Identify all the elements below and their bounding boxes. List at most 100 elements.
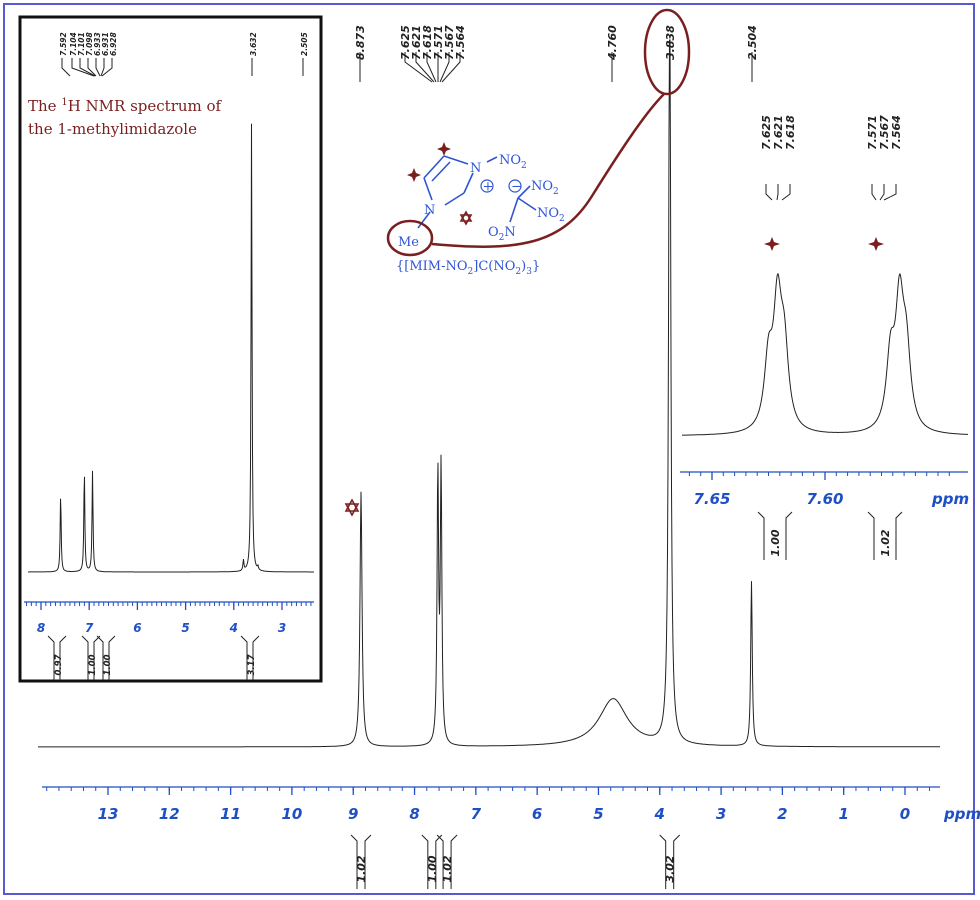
- h2-star-icon: [459, 210, 473, 226]
- zoom-integral-bracket: [757, 511, 793, 526]
- main-tick-label: 1: [838, 805, 848, 823]
- inset-integral-label: 0.97: [54, 654, 64, 675]
- main-integral-label: 1.00: [426, 855, 439, 882]
- ring-bond-c-n2: [423, 177, 433, 201]
- main-integral-bracket: [659, 834, 681, 849]
- formula-label: {[MIM-NO2]C(NO2)3}: [396, 259, 540, 277]
- inset-integral-label: 1.00: [103, 654, 113, 675]
- inset-peak-label: 6.933: [93, 32, 102, 56]
- inset-tick-label: 7: [85, 621, 94, 635]
- zoom-peak-label: 7.618: [784, 115, 797, 150]
- inset-peak-label: 7.101: [77, 32, 86, 56]
- inset-trace: [28, 123, 314, 573]
- inset-peak-leader: [101, 58, 113, 77]
- main-tick-label: 0: [900, 805, 910, 823]
- main-integral-label: 1.02: [441, 855, 454, 882]
- inset-integral-bracket: [96, 635, 116, 650]
- main-peak-label: 7.618: [421, 25, 434, 60]
- main-tick-label: 12: [159, 805, 180, 823]
- inset-integral-bracket: [240, 635, 260, 650]
- inset-integral-bracket: [81, 635, 101, 650]
- main-peak-label: 2.504: [746, 25, 759, 60]
- zoom-integral-label: 1.02: [879, 529, 892, 556]
- main-integral-label: 1.02: [355, 855, 368, 882]
- inset-peak-label: 6.931: [101, 32, 110, 56]
- plus-charge-circle: [480, 179, 494, 193]
- main-integral-bracket: [350, 834, 372, 849]
- zoom-peak-right-marker-icon: [868, 237, 884, 251]
- zoom-peak-label: 7.571: [866, 115, 879, 150]
- inset-tick-label: 6: [133, 621, 141, 635]
- main-tick-label: 5: [593, 805, 603, 823]
- inset-peak-label: 3.632: [249, 32, 258, 56]
- inset-peak-label: 2.505: [300, 32, 309, 56]
- main-peak-label: 8.873: [354, 25, 367, 60]
- main-integral-bracket: [421, 834, 443, 849]
- no2-right-label: NO2: [537, 206, 565, 224]
- bond-n-no2: [486, 156, 498, 163]
- h4-marker-icon: [437, 142, 451, 156]
- inset-box: [18, 15, 323, 683]
- zoom-trace: [682, 273, 968, 436]
- main-peak-leader: [441, 52, 461, 83]
- main-tick-label: 3: [716, 805, 726, 823]
- inset-peak-leader: [71, 58, 95, 77]
- no2-n-label: NO2: [499, 153, 527, 171]
- zoom-tick-label: 7.60: [806, 490, 843, 508]
- main-tick-label: 9: [348, 805, 358, 823]
- main-xlabel: ppm: [943, 805, 980, 823]
- star-markers: [344, 210, 473, 517]
- inset-peak-leader: [100, 58, 105, 77]
- inset-integral-label: 1.00: [88, 654, 98, 675]
- n-methyl-label: N: [424, 203, 435, 218]
- main-tick-label: 11: [220, 805, 241, 823]
- inset-tick-label: 3: [278, 621, 286, 635]
- zoom-peak-label: 7.567: [878, 115, 891, 150]
- main-peak-label: 7.625: [399, 25, 412, 60]
- main-integral-bracket: [436, 834, 458, 849]
- inset-peak-leader: [95, 58, 101, 77]
- inset-peak-label: 7.592: [59, 32, 68, 56]
- main-peak-label: 7.564: [454, 25, 467, 60]
- inset-tick-label: 5: [181, 621, 189, 635]
- bond-n-methyl: [417, 211, 431, 229]
- main-peak-label: 7.621: [410, 25, 423, 60]
- ring-bond-c-n1: [443, 155, 469, 165]
- zoom-peak-label: 7.564: [890, 115, 903, 150]
- zoom-integral-bracket: [867, 511, 903, 526]
- inset-integral-bracket: [47, 635, 67, 650]
- plus-charge: +: [483, 180, 494, 195]
- inset-peak-label: 6.928: [109, 32, 118, 56]
- zoom-integral-label: 1.00: [769, 529, 782, 556]
- connector-curve: [431, 93, 665, 248]
- zoom-peak-left-marker-icon: [764, 237, 780, 251]
- main-tick-label: 6: [532, 805, 542, 823]
- main-peak-leader: [415, 52, 435, 83]
- main-tick-label: 10: [281, 805, 302, 823]
- no2-top-label: NO2: [531, 179, 559, 197]
- inset-title-line1: The 1H NMR spectrum of: [28, 97, 223, 115]
- inset-peak-leader: [79, 58, 96, 77]
- ring-bond-c-n1b: [463, 172, 474, 194]
- ring-bond-double: [431, 161, 451, 182]
- main-trace: [38, 39, 940, 748]
- molecule-labels: N N NO2 + − NO2 NO2 O2N Me {[MIM-NO2]C(N…: [396, 153, 565, 277]
- ring-bond-n2-c: [444, 192, 465, 206]
- main-peak-label: 3.838: [664, 25, 677, 60]
- main-peak-label: 4.760: [606, 25, 619, 61]
- main-peak-label: 7.571: [432, 25, 445, 60]
- h5-marker-icon: [407, 168, 421, 182]
- methyl-label: Me: [398, 235, 419, 250]
- highlight-ellipse-3838: [643, 8, 691, 96]
- bond-c-no2-top: [517, 185, 531, 199]
- main-peak-label: 7.567: [443, 25, 456, 60]
- main-peak-leader: [426, 52, 437, 83]
- bond-c-no2-right: [517, 197, 537, 211]
- zoom-peak-leader: [883, 184, 897, 201]
- ring-bond-c-c: [423, 155, 445, 179]
- main-peak-leader: [439, 52, 450, 83]
